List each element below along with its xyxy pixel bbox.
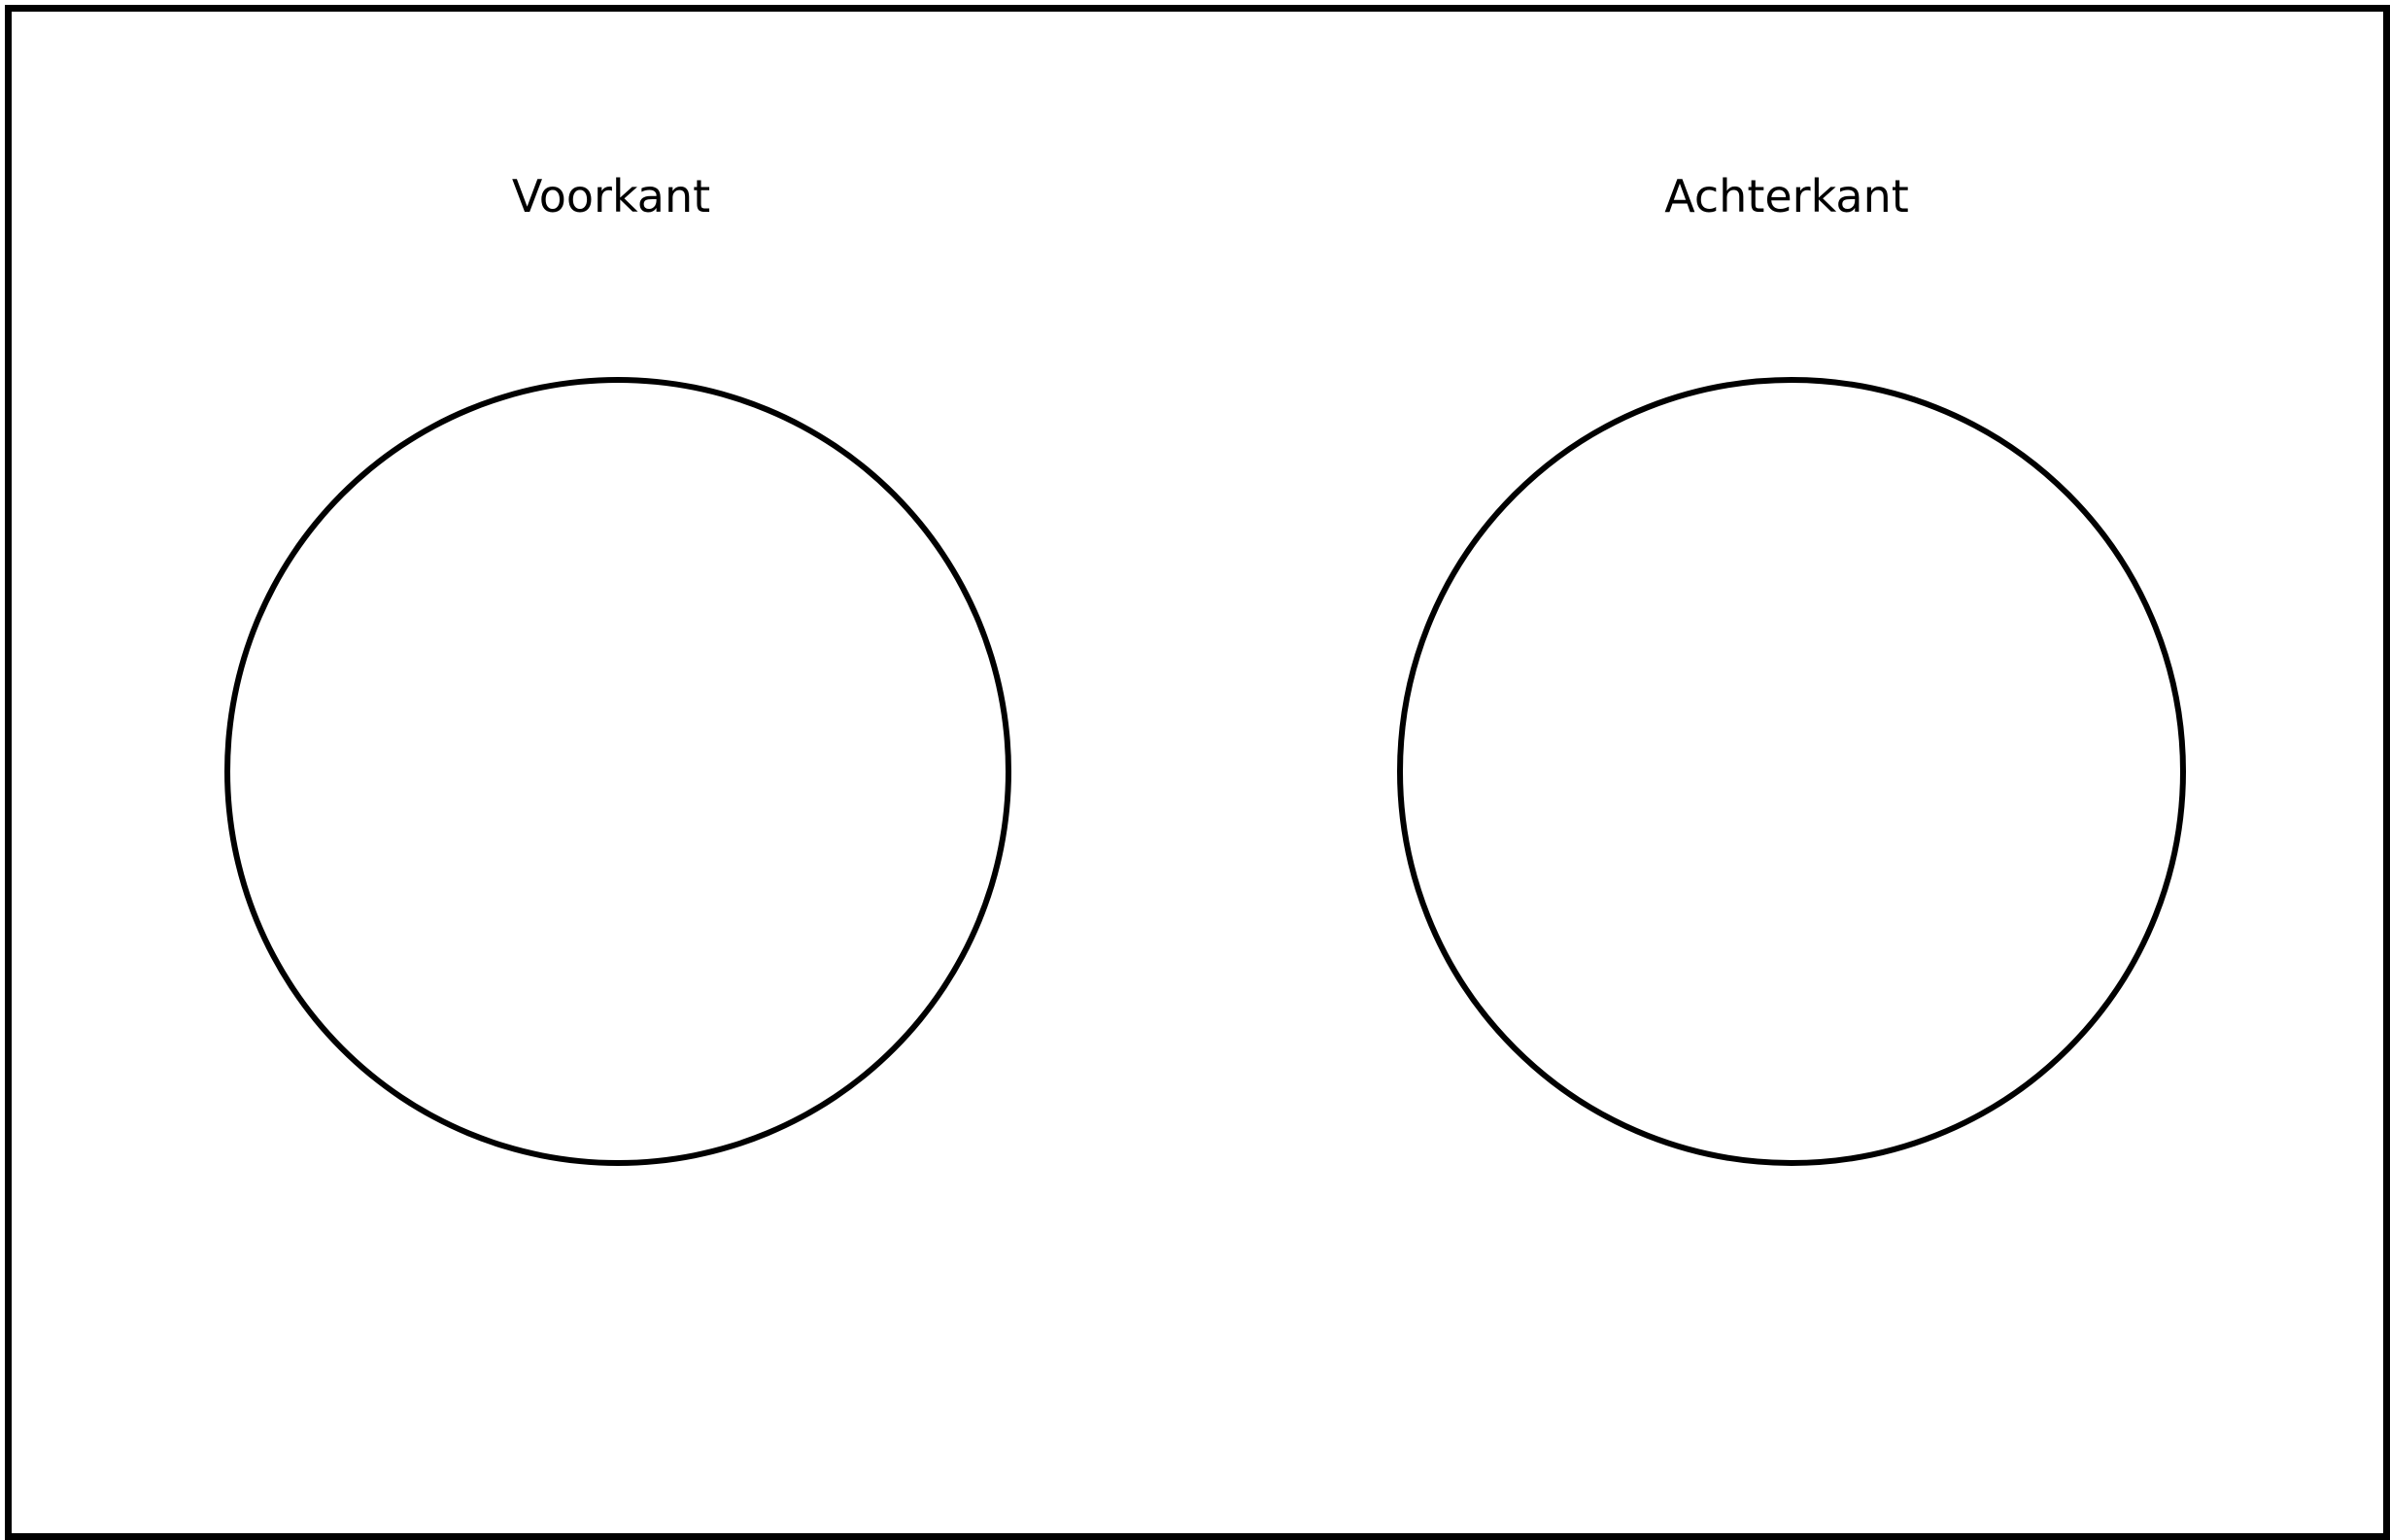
front-circle <box>224 377 1011 1166</box>
back-circle <box>1397 377 2186 1166</box>
back-label: Achterkant <box>1664 170 1909 222</box>
front-label: Voorkant <box>511 170 711 222</box>
